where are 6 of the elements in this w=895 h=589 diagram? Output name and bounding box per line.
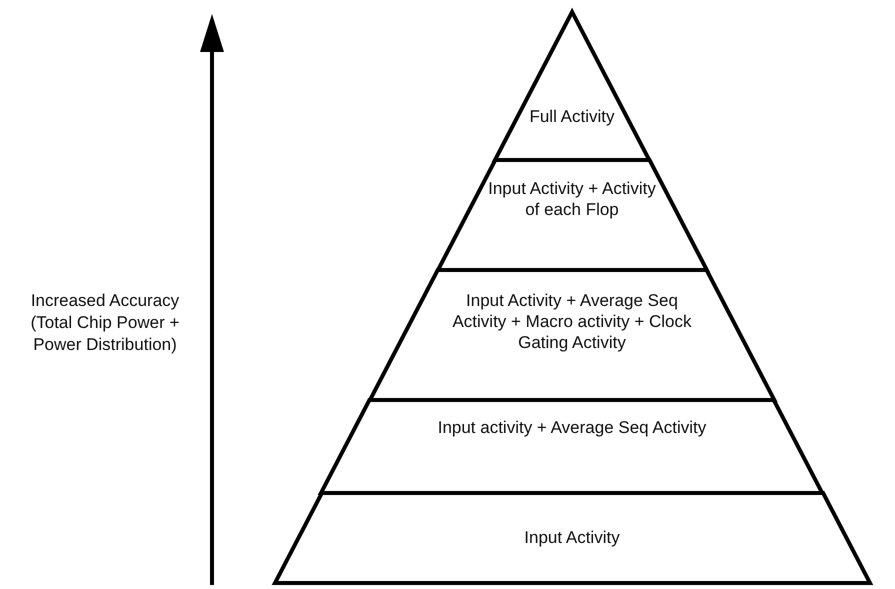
tier-text: Full Activity xyxy=(528,106,616,127)
tier-text: Input Activity + Activity of each Flop xyxy=(487,178,657,220)
tier-text: Input Activity xyxy=(523,527,621,548)
axis-caption: Increased Accuracy (Total Chip Power + Power Distribution) xyxy=(30,290,180,356)
tier-text: Input Activity + Average Seq Activity + Macro activity + Clock Gating Activity xyxy=(452,290,692,353)
tier-text: Input activity + Average Seq Activity xyxy=(436,417,708,438)
